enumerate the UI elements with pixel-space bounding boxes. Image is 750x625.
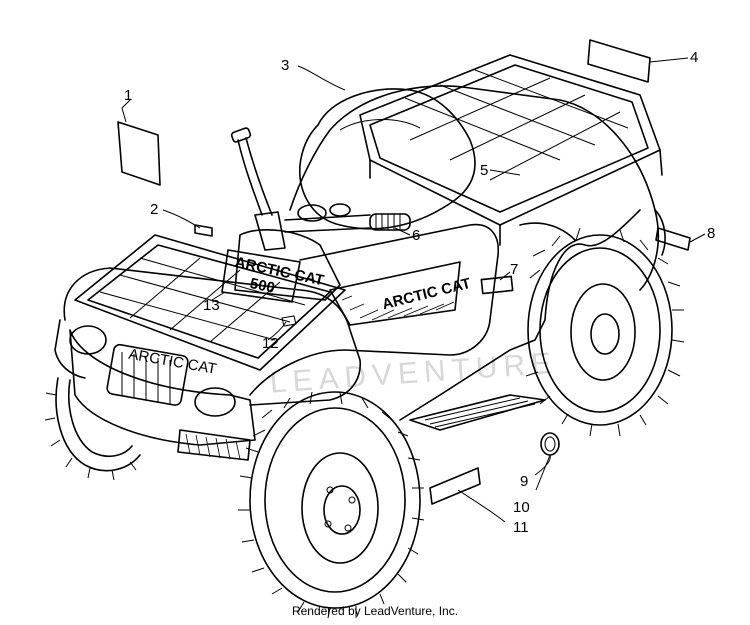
front-right-wheel (238, 391, 425, 619)
side-panel: ARCTIC CAT (299, 223, 514, 356)
callout-6: 6 (412, 227, 420, 244)
decal-11-shape (429, 467, 481, 505)
leader-lines (121, 57, 706, 523)
decal-shapes (117, 39, 691, 505)
decal-8-shape (655, 227, 691, 251)
callout-numbers: 1 2 3 4 5 6 7 8 9 10 11 12 13 (124, 49, 715, 536)
decal-1-shape (117, 121, 161, 186)
callout-2: 2 (150, 201, 158, 218)
callout-8: 8 (707, 225, 715, 242)
callout-9: 9 (520, 473, 528, 490)
hood: ARCTIC CAT 500 (221, 229, 341, 303)
front-rack (74, 234, 346, 371)
rear-right-wheel (525, 227, 685, 437)
decal-2-shape (194, 224, 213, 237)
callout-12: 12 (262, 335, 279, 352)
front-bumper: ARCTIC CAT (69, 325, 256, 461)
seat (299, 88, 476, 230)
front-fender (54, 267, 361, 406)
callout-4: 4 (690, 49, 698, 66)
callout-5: 5 (480, 162, 488, 179)
callout-13: 13 (203, 297, 220, 314)
decal-9-shape (540, 432, 560, 456)
rear-rack (359, 54, 663, 246)
grille-brand-decal: ARCTIC CAT (127, 346, 217, 378)
front-left-wheel (44, 377, 141, 481)
decal-4-shape (587, 39, 651, 83)
callout-10: 10 (513, 499, 530, 516)
callout-11: 11 (513, 519, 529, 536)
rear-fender (289, 85, 666, 421)
callout-7: 7 (510, 261, 518, 278)
callout-1: 1 (124, 87, 132, 104)
footwell (409, 394, 546, 431)
decal-12-shape (281, 315, 297, 327)
handlebars (230, 127, 411, 251)
callout-3: 3 (281, 57, 289, 74)
side-brand-decal: ARCTIC CAT (380, 275, 472, 313)
footer-credit: Rendered by LeadVenture, Inc. (291, 604, 459, 618)
